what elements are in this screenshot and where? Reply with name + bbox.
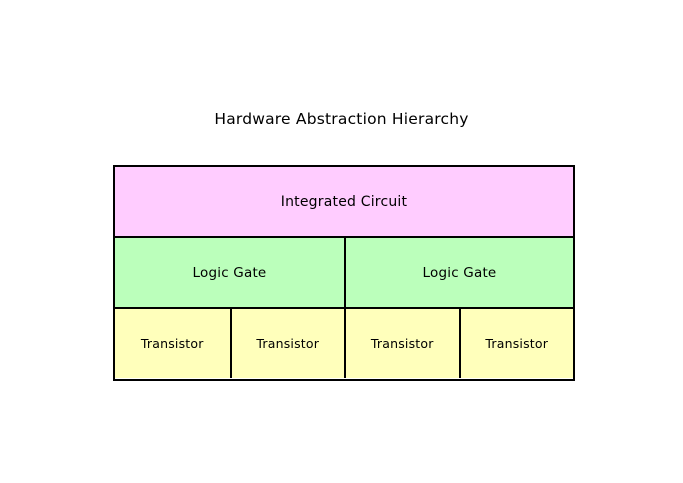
cell-integrated-circuit[interactable]: Integrated Circuit [115, 167, 573, 236]
hierarchy-row-transistor: Transistor Transistor Transistor Transis… [115, 307, 573, 378]
cell-transistor-3[interactable]: Transistor [344, 309, 459, 378]
cell-label: Transistor [256, 336, 320, 351]
cell-label: Logic Gate [422, 264, 497, 281]
cell-transistor-4[interactable]: Transistor [458, 309, 573, 378]
cell-logic-gate-2[interactable]: Logic Gate [344, 238, 573, 307]
hardware-abstraction-hierarchy: Integrated Circuit Logic Gate Logic Gate… [113, 165, 575, 381]
cell-transistor-1[interactable]: Transistor [115, 309, 230, 378]
cell-label: Transistor [140, 336, 204, 351]
page-title: Hardware Abstraction Hierarchy [214, 110, 469, 128]
cell-transistor-2[interactable]: Transistor [229, 309, 344, 378]
cell-label: Logic Gate [192, 264, 267, 281]
cell-label: Transistor [370, 336, 434, 351]
cell-label: Transistor [485, 336, 549, 351]
hierarchy-row-integrated-circuit: Integrated Circuit [115, 167, 573, 236]
hierarchy-row-logic-gate: Logic Gate Logic Gate [115, 236, 573, 307]
cell-label: Integrated Circuit [280, 193, 408, 210]
cell-logic-gate-1[interactable]: Logic Gate [115, 238, 344, 307]
